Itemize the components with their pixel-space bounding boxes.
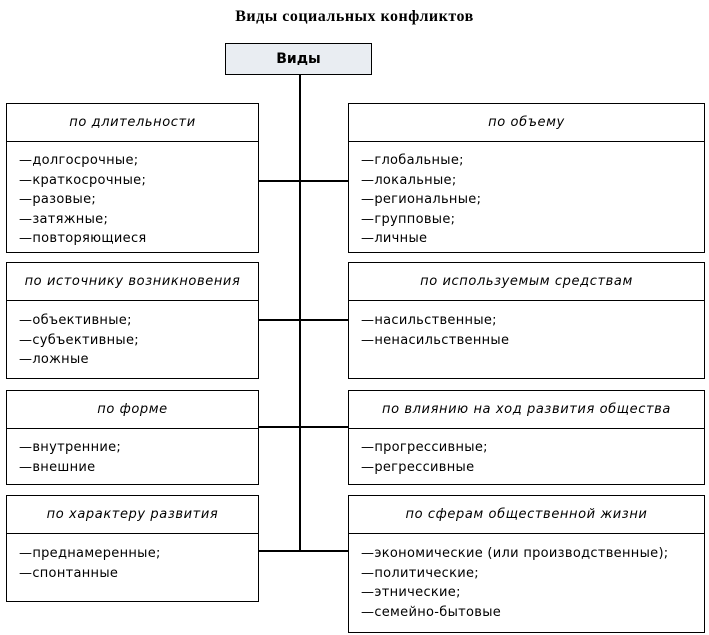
category-item: краткосрочные; — [19, 171, 254, 191]
category-heading: по используемым средствам — [349, 263, 704, 301]
connector-left-1 — [258, 180, 300, 182]
category-item: повторяющиеся — [19, 229, 254, 249]
connector-right-4 — [300, 550, 349, 552]
trunk-line — [299, 75, 301, 552]
category-items: насильственные; ненасильственные — [361, 311, 700, 350]
category-box-spheres: по сферам общественной жизни экономическ… — [348, 495, 705, 633]
category-box-development: по характеру развития преднамеренные; сп… — [6, 495, 259, 602]
category-item: прогрессивные; — [361, 438, 700, 458]
category-item: внешние — [19, 458, 254, 478]
category-item: экономические (или производственные); — [361, 544, 700, 564]
category-item: внутренние; — [19, 438, 254, 458]
connector-left-3 — [258, 426, 300, 428]
diagram-title: Виды социальных конфликтов — [235, 8, 474, 25]
category-box-source: по источнику возникновения объективные; … — [6, 262, 259, 379]
category-items: долгосрочные; краткосрочные; разовые; за… — [19, 151, 254, 249]
category-box-duration: по длительности долгосрочные; краткосроч… — [6, 103, 259, 253]
root-label: Виды — [276, 51, 321, 67]
category-item: регрессивные — [361, 458, 700, 478]
connector-right-3 — [300, 426, 349, 428]
category-items: экономические (или производственные); по… — [361, 544, 700, 622]
category-item: политические; — [361, 564, 700, 584]
category-heading: по сферам общественной жизни — [349, 496, 704, 534]
category-item: преднамеренные; — [19, 544, 254, 564]
category-item: разовые; — [19, 190, 254, 210]
category-box-influence: по влиянию на ход развития общества прог… — [348, 390, 705, 485]
category-item: субъективные; — [19, 331, 254, 351]
category-item: ненасильственные — [361, 331, 700, 351]
category-item: групповые; — [361, 210, 700, 230]
category-items: внутренние; внешние — [19, 438, 254, 477]
category-item: глобальные; — [361, 151, 700, 171]
category-item: затяжные; — [19, 210, 254, 230]
category-items: преднамеренные; спонтанные — [19, 544, 254, 583]
category-item: ложные — [19, 350, 254, 370]
category-box-means: по используемым средствам насильственные… — [348, 262, 705, 379]
category-heading: по длительности — [7, 104, 258, 142]
category-box-volume: по объему глобальные; локальные; региона… — [348, 103, 705, 253]
connector-right-1 — [300, 180, 349, 182]
category-heading: по объему — [349, 104, 704, 142]
category-heading: по характеру развития — [7, 496, 258, 534]
category-items: глобальные; локальные; региональные; гру… — [361, 151, 700, 249]
category-heading: по источнику возникновения — [7, 263, 258, 301]
category-item: долгосрочные; — [19, 151, 254, 171]
category-item: региональные; — [361, 190, 700, 210]
category-item: спонтанные — [19, 564, 254, 584]
category-item: семейно-бытовые — [361, 603, 700, 623]
category-heading: по влиянию на ход развития общества — [349, 391, 704, 429]
category-item: локальные; — [361, 171, 700, 191]
category-box-form: по форме внутренние; внешние — [6, 390, 259, 485]
root-node: Виды — [225, 43, 372, 75]
connector-left-2 — [258, 319, 300, 321]
category-items: прогрессивные; регрессивные — [361, 438, 700, 477]
connector-left-4 — [258, 550, 300, 552]
category-item: насильственные; — [361, 311, 700, 331]
category-items: объективные; субъективные; ложные — [19, 311, 254, 370]
category-item: этнические; — [361, 583, 700, 603]
category-item: объективные; — [19, 311, 254, 331]
connector-right-2 — [300, 319, 349, 321]
category-heading: по форме — [7, 391, 258, 429]
category-item: личные — [361, 229, 700, 249]
